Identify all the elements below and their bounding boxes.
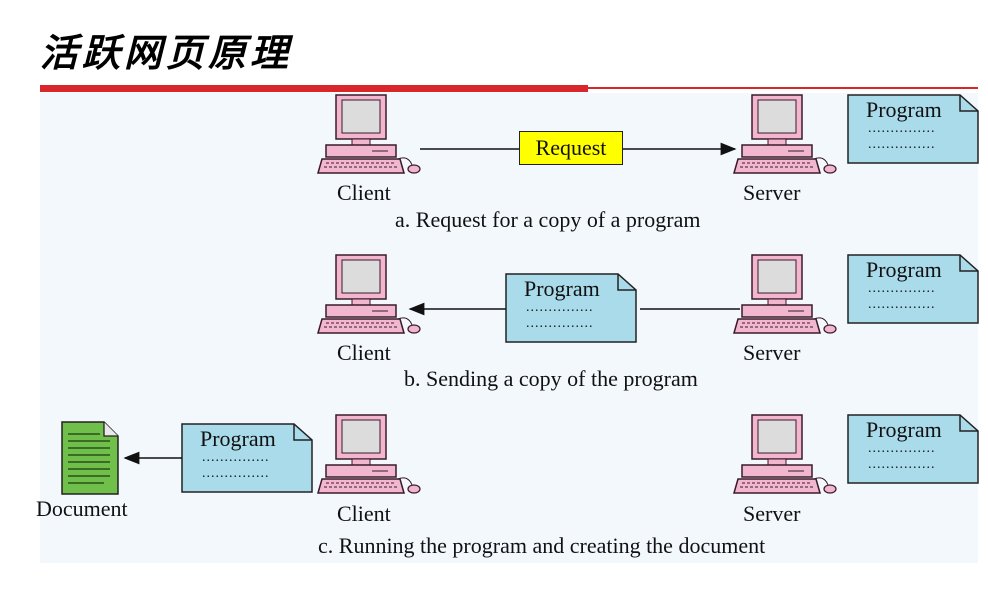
title-underline bbox=[40, 85, 588, 92]
server-computer-a bbox=[733, 94, 837, 174]
server-computer-b bbox=[733, 254, 837, 334]
program-dots-1: ............... bbox=[868, 121, 936, 136]
document-label: Document bbox=[36, 496, 128, 521]
client-computer-b bbox=[317, 254, 421, 334]
client-label-b: Client bbox=[337, 340, 391, 365]
title-underline-thin bbox=[588, 87, 978, 89]
caption-b: b. Sending a copy of the program bbox=[404, 366, 698, 391]
program-dots-2: ............... bbox=[868, 137, 936, 152]
caption-c: c. Running the program and creating the … bbox=[318, 533, 766, 558]
caption-a: a. Request for a copy of a program bbox=[395, 207, 701, 232]
program-dots-2: ............... bbox=[526, 316, 594, 331]
program-doc-client-c: Program ............... ............... bbox=[182, 424, 312, 492]
program-title: Program bbox=[200, 426, 276, 451]
server-computer-c bbox=[733, 414, 837, 494]
client-label-a: Client bbox=[337, 180, 391, 205]
program-dots-1: ............... bbox=[526, 300, 594, 315]
client-label-c: Client bbox=[337, 501, 391, 526]
document-icon bbox=[61, 421, 119, 495]
program-title: Program bbox=[524, 276, 600, 301]
program-title: Program bbox=[866, 97, 942, 122]
slide-title: 活跃网页原理 bbox=[40, 31, 293, 75]
request-box: Request bbox=[519, 131, 623, 165]
server-label-b: Server bbox=[743, 340, 801, 365]
server-label-c: Server bbox=[743, 501, 801, 526]
program-dots-2: ............... bbox=[868, 297, 936, 312]
program-dots-1: ............... bbox=[868, 441, 936, 456]
client-computer-c bbox=[317, 414, 421, 494]
program-doc-server-c: Program ............... ............... bbox=[848, 415, 978, 483]
program-doc-server-b: Program ............... ............... bbox=[848, 255, 978, 323]
program-dots-2: ............... bbox=[868, 457, 936, 472]
program-doc-transfer-b: Program ............... ............... bbox=[506, 274, 636, 342]
program-doc-server-a: Program ............... ............... bbox=[848, 95, 978, 163]
client-computer-a bbox=[317, 94, 421, 174]
program-dots-1: ............... bbox=[202, 450, 270, 465]
program-title: Program bbox=[866, 257, 942, 282]
server-label-a: Server bbox=[743, 180, 801, 205]
program-dots-1: ............... bbox=[868, 281, 936, 296]
program-dots-2: ............... bbox=[202, 466, 270, 481]
program-title: Program bbox=[866, 417, 942, 442]
